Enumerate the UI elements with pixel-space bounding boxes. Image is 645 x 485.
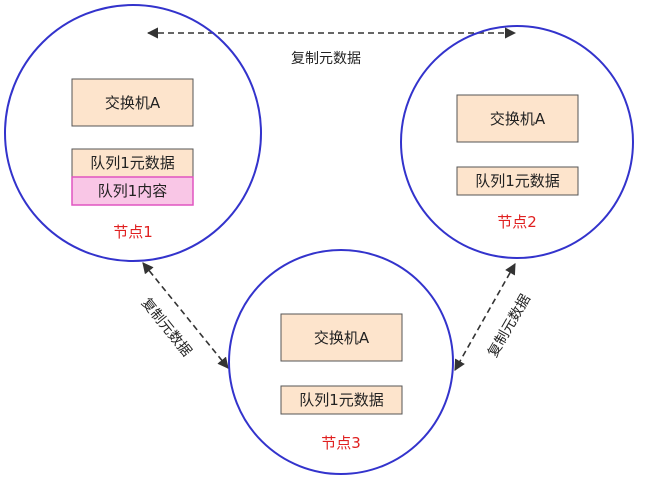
exchange-label: 交换机A [314,329,370,347]
queue-content-label: 队列1内容 [98,182,168,200]
edge-label: 复制元数据 [138,295,195,360]
exchange-box [280,313,403,362]
node-label: 节点2 [497,213,537,231]
exchange-box [456,94,579,143]
exchange-label: 交换机A [490,110,546,128]
exchange-box [71,78,194,127]
node-label: 节点3 [321,434,361,452]
node-label: 节点1 [113,223,153,241]
queue-metadata-label: 队列1元数据 [299,391,384,409]
edge-line [142,262,229,369]
exchange-label: 交换机A [105,94,161,112]
node-circle [4,4,262,262]
edge-label: 复制元数据 [484,291,534,360]
edge-node1-node2: 复制元数据 [146,27,517,67]
node-2: 交换机A 队列1元数据 节点2 [400,25,634,259]
queue-metadata-label: 队列1元数据 [475,172,560,190]
edge-line [454,263,516,371]
queue-metadata-box [280,385,403,415]
node-1: 交换机A 队列1元数据 队列1内容 节点1 [4,4,262,262]
queue-metadata-label: 队列1元数据 [90,154,175,172]
queue-content-box [71,176,194,206]
node-circle [400,25,634,259]
edge-node2-node3: 复制元数据 [454,263,534,371]
node-3: 交换机A 队列1元数据 节点3 [228,249,454,475]
edge-node1-node3: 复制元数据 [138,262,229,369]
edge-label: 复制元数据 [291,50,361,67]
node-circle [228,249,454,475]
queue-metadata-box [456,166,579,196]
